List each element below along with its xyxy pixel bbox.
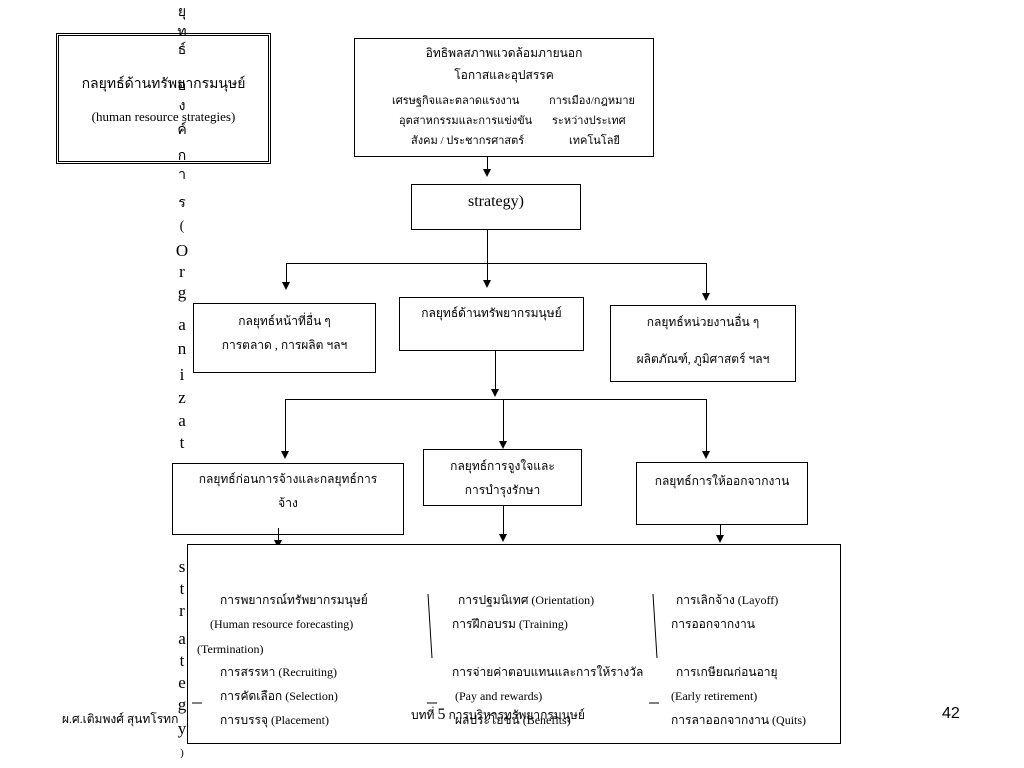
activity-item: (Early retirement) bbox=[671, 689, 758, 703]
footer-chapter: บทที่ 5 การบริหารทรัพยากรมนุษย์ bbox=[411, 706, 585, 723]
external-right-item: เทคโนโลยี bbox=[569, 135, 620, 147]
other-functional-detail: การตลาด , การผลิต ฯลฯ bbox=[221, 338, 348, 352]
footer-author: ผ.ศ.เติมพงศ์ สุนทโรทก bbox=[62, 712, 179, 726]
other-unit-detail: ผลิตภัณฑ์, ภูมิศาสตร์ ฯลฯ bbox=[636, 352, 770, 366]
exit-strategy-box bbox=[636, 462, 808, 525]
activity-item: การลาออกจากงาน (Quits) bbox=[671, 713, 807, 727]
activity-item: การเลิกจ้าง (Layoff) bbox=[676, 593, 779, 607]
exit-strategy-label: กลยุทธ์การให้ออกจากงาน bbox=[654, 474, 790, 488]
activity-item: (Pay and rewards) bbox=[455, 689, 543, 703]
motivation-strategy-line1: กลยุทธ์การจูงใจและ bbox=[450, 459, 555, 473]
hr-activities-box bbox=[187, 544, 841, 744]
hr-strategies-box bbox=[56, 33, 271, 164]
arrow-down-icon bbox=[483, 169, 491, 177]
page-number: 42 bbox=[942, 705, 960, 722]
activity-item: การบรรจุ (Placement) bbox=[220, 713, 329, 727]
activity-item: (Termination) bbox=[197, 642, 264, 656]
motivation-strategy-line2: การบำรุงรักษา bbox=[464, 483, 541, 497]
hr-strategy-box bbox=[399, 297, 584, 351]
activity-item: การออกจากงาน bbox=[671, 617, 755, 631]
pre-hire-strategy-box bbox=[172, 463, 404, 535]
other-functional-title: กลยุทธ์หน้าที่อื่น ๆ bbox=[238, 314, 331, 328]
arrow-down-icon bbox=[282, 282, 290, 290]
external-left-item: เศรษฐกิจและตลาดแรงงาน bbox=[392, 95, 520, 107]
activity-item: การพยากรณ์ทรัพยากรมนุษย์ bbox=[220, 593, 368, 607]
strategy-label: strategy) bbox=[468, 193, 524, 210]
other-unit-strategies-box bbox=[610, 305, 796, 382]
hr-strategies-title: กลยุทธ์ด้านทรัพยากรมนุษย์ bbox=[81, 77, 246, 92]
external-subtitle: โอกาสและอุปสรรค bbox=[454, 68, 554, 82]
external-right-item: การเมือง/กฎหมาย bbox=[549, 95, 635, 107]
activity-item: ผลประโยชน์ (Benefits) bbox=[455, 713, 571, 727]
other-functional-strategies-box bbox=[193, 303, 376, 373]
external-environment-box bbox=[354, 38, 654, 157]
activity-item: การเกษียณก่อนอายุ bbox=[676, 665, 778, 679]
external-left-item: อุตสาหกรรมและการแข่งขัน bbox=[399, 115, 533, 127]
activity-item: การสรรหา (Recruiting) bbox=[220, 665, 337, 679]
activity-item: การฝึกอบรม (Training) bbox=[452, 617, 568, 631]
other-unit-title: กลยุทธ์หน่วยงานอื่น ๆ bbox=[646, 315, 760, 329]
strategy-box bbox=[411, 184, 581, 230]
external-left-item: สังคม / ประชากรศาสตร์ bbox=[411, 135, 525, 147]
arrow-down-icon bbox=[716, 535, 724, 543]
pre-hire-strategy-line2: จ้าง bbox=[278, 496, 298, 510]
external-title: อิทธิพลสภาพแวดล้อมภายนอก bbox=[425, 46, 583, 60]
arrow-down-icon bbox=[281, 451, 289, 459]
hr-strategies-subtitle: (human resource strategies) bbox=[91, 109, 236, 124]
arrow-down-icon bbox=[702, 451, 710, 459]
external-right-item: ระหว่างประเทศ bbox=[552, 115, 626, 127]
activity-item: การจ่ายค่าตอบแทนและการให้รางวัล bbox=[452, 665, 644, 679]
motivation-strategy-box bbox=[423, 449, 582, 506]
arrow-down-icon bbox=[491, 389, 499, 397]
arrow-down-icon bbox=[702, 293, 710, 301]
hr-strategy-label: กลยุทธ์ด้านทรัพยากรมนุษย์ bbox=[421, 306, 562, 320]
arrow-down-icon bbox=[483, 280, 491, 288]
arrow-down-icon bbox=[499, 441, 507, 449]
activity-item: การคัดเลือก (Selection) bbox=[220, 689, 338, 703]
pre-hire-strategy-line1: กลยุทธ์ก่อนการจ้างและกลยุทธ์การ bbox=[198, 472, 378, 486]
arrow-down-icon bbox=[499, 534, 507, 542]
activity-item: การปฐมนิเทศ (Orientation) bbox=[458, 593, 595, 607]
activity-item: (Human resource forecasting) bbox=[210, 617, 354, 631]
